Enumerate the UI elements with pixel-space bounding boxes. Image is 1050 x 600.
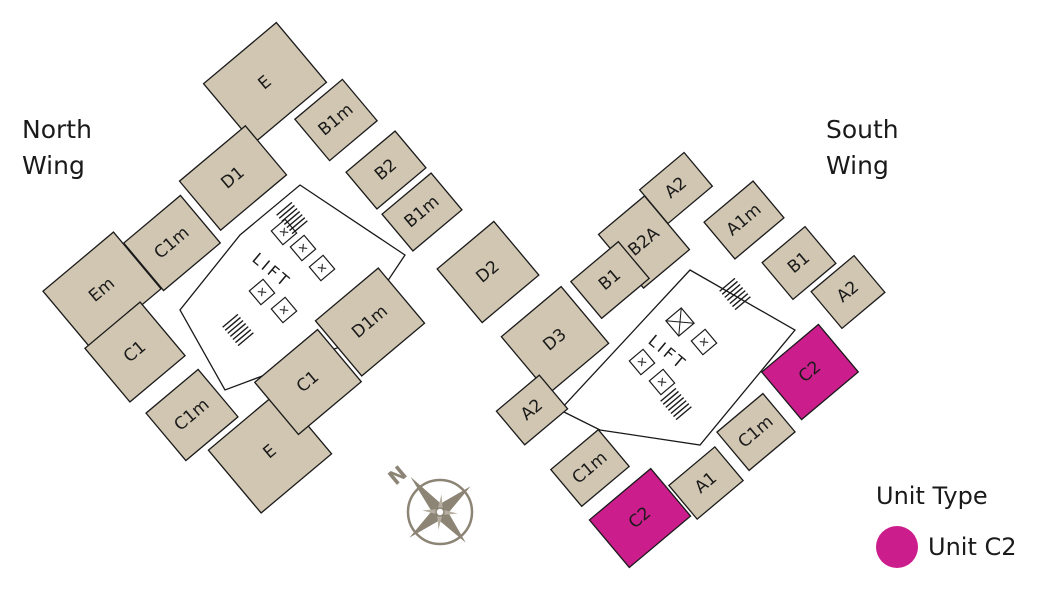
north-stair-lower: [222, 313, 254, 347]
unit-block[interactable]: B2: [345, 130, 427, 210]
lift-car: [289, 234, 317, 262]
unit-shape: [345, 130, 427, 210]
unit-block[interactable]: B1: [761, 225, 837, 301]
unit-shape: [145, 368, 239, 462]
unit-block[interactable]: A1m: [703, 180, 785, 260]
legend-item-label: Unit C2: [928, 533, 1017, 561]
unit-shape: [253, 328, 363, 436]
unit-shape: [314, 267, 426, 377]
unit-block[interactable]: A2: [495, 374, 569, 446]
lift-car: [690, 328, 718, 356]
legend-swatch: [876, 526, 918, 568]
unit-shape: [703, 180, 785, 260]
lift-car: [270, 296, 298, 324]
unit-shape: [495, 374, 569, 446]
unit-shape: [84, 301, 186, 403]
unit-block[interactable]: B2A: [597, 194, 691, 290]
unit-shape: [569, 240, 651, 320]
compass-north-label: N: [383, 461, 411, 490]
unit-block-highlighted[interactable]: C2: [588, 467, 692, 569]
north-wing-line-1: North: [22, 115, 92, 144]
unit-block[interactable]: A2: [638, 151, 714, 225]
unit-block[interactable]: Em: [42, 231, 162, 349]
unit-block[interactable]: C1m: [122, 194, 222, 292]
unit-block[interactable]: C1m: [716, 392, 796, 472]
unit-block[interactable]: C1: [253, 328, 363, 436]
unit-block[interactable]: A2: [810, 254, 886, 330]
unit-block[interactable]: C1m: [549, 428, 631, 508]
unit-block[interactable]: C1: [84, 301, 186, 403]
unit-shape: [761, 225, 837, 301]
compass-icon: [406, 476, 474, 546]
south-stair-lower: [660, 387, 692, 421]
unit-shape: [293, 78, 379, 162]
unit-block[interactable]: B1m: [293, 78, 379, 162]
unit-block[interactable]: E: [202, 21, 328, 145]
south-wing-line-1: South: [826, 115, 899, 144]
legend-item: Unit C2: [876, 526, 1017, 568]
unit-block[interactable]: D2: [436, 220, 540, 324]
unit-shape: [178, 124, 288, 232]
south-wing-label: South Wing: [826, 112, 899, 184]
unit-block[interactable]: D3: [500, 285, 610, 395]
unit-shape: [667, 445, 745, 521]
lift-car: [648, 368, 676, 396]
unit-shape: [760, 323, 860, 421]
unit-block[interactable]: C1m: [145, 368, 239, 462]
lift-car: [248, 278, 276, 306]
lift-car: [270, 218, 298, 246]
unit-block[interactable]: B1: [569, 240, 651, 320]
unit-shape: [810, 254, 886, 330]
south-wing-line-2: Wing: [826, 151, 889, 180]
unit-block[interactable]: B1m: [381, 172, 463, 252]
unit-shape: [588, 467, 692, 569]
unit-block[interactable]: A1: [667, 445, 745, 521]
unit-shape: [381, 172, 463, 252]
legend-title: Unit Type: [876, 482, 988, 510]
unit-shape: [500, 285, 610, 395]
unit-shape: [202, 21, 328, 145]
north-wing-line-2: Wing: [22, 151, 85, 180]
lift-car: [628, 348, 656, 376]
north-stair-upper: [276, 201, 308, 235]
lift-car: [665, 307, 695, 337]
south-stair-upper: [719, 277, 751, 311]
unit-block[interactable]: D1m: [314, 267, 426, 377]
unit-shape: [716, 392, 796, 472]
lift-car: [308, 254, 336, 282]
unit-shape: [122, 194, 222, 292]
north-wing-label: North Wing: [22, 112, 92, 184]
unit-block[interactable]: D1: [178, 124, 288, 232]
south-core: LIFT: [558, 269, 796, 446]
unit-block-highlighted[interactable]: C2: [760, 323, 860, 421]
unit-shape: [436, 220, 540, 324]
unit-shape: [549, 428, 631, 508]
units-layer: EB1mD1C1mEmC1C1mEC1D1mB2B1mD2D3A2A2A1mB2…: [42, 21, 886, 569]
